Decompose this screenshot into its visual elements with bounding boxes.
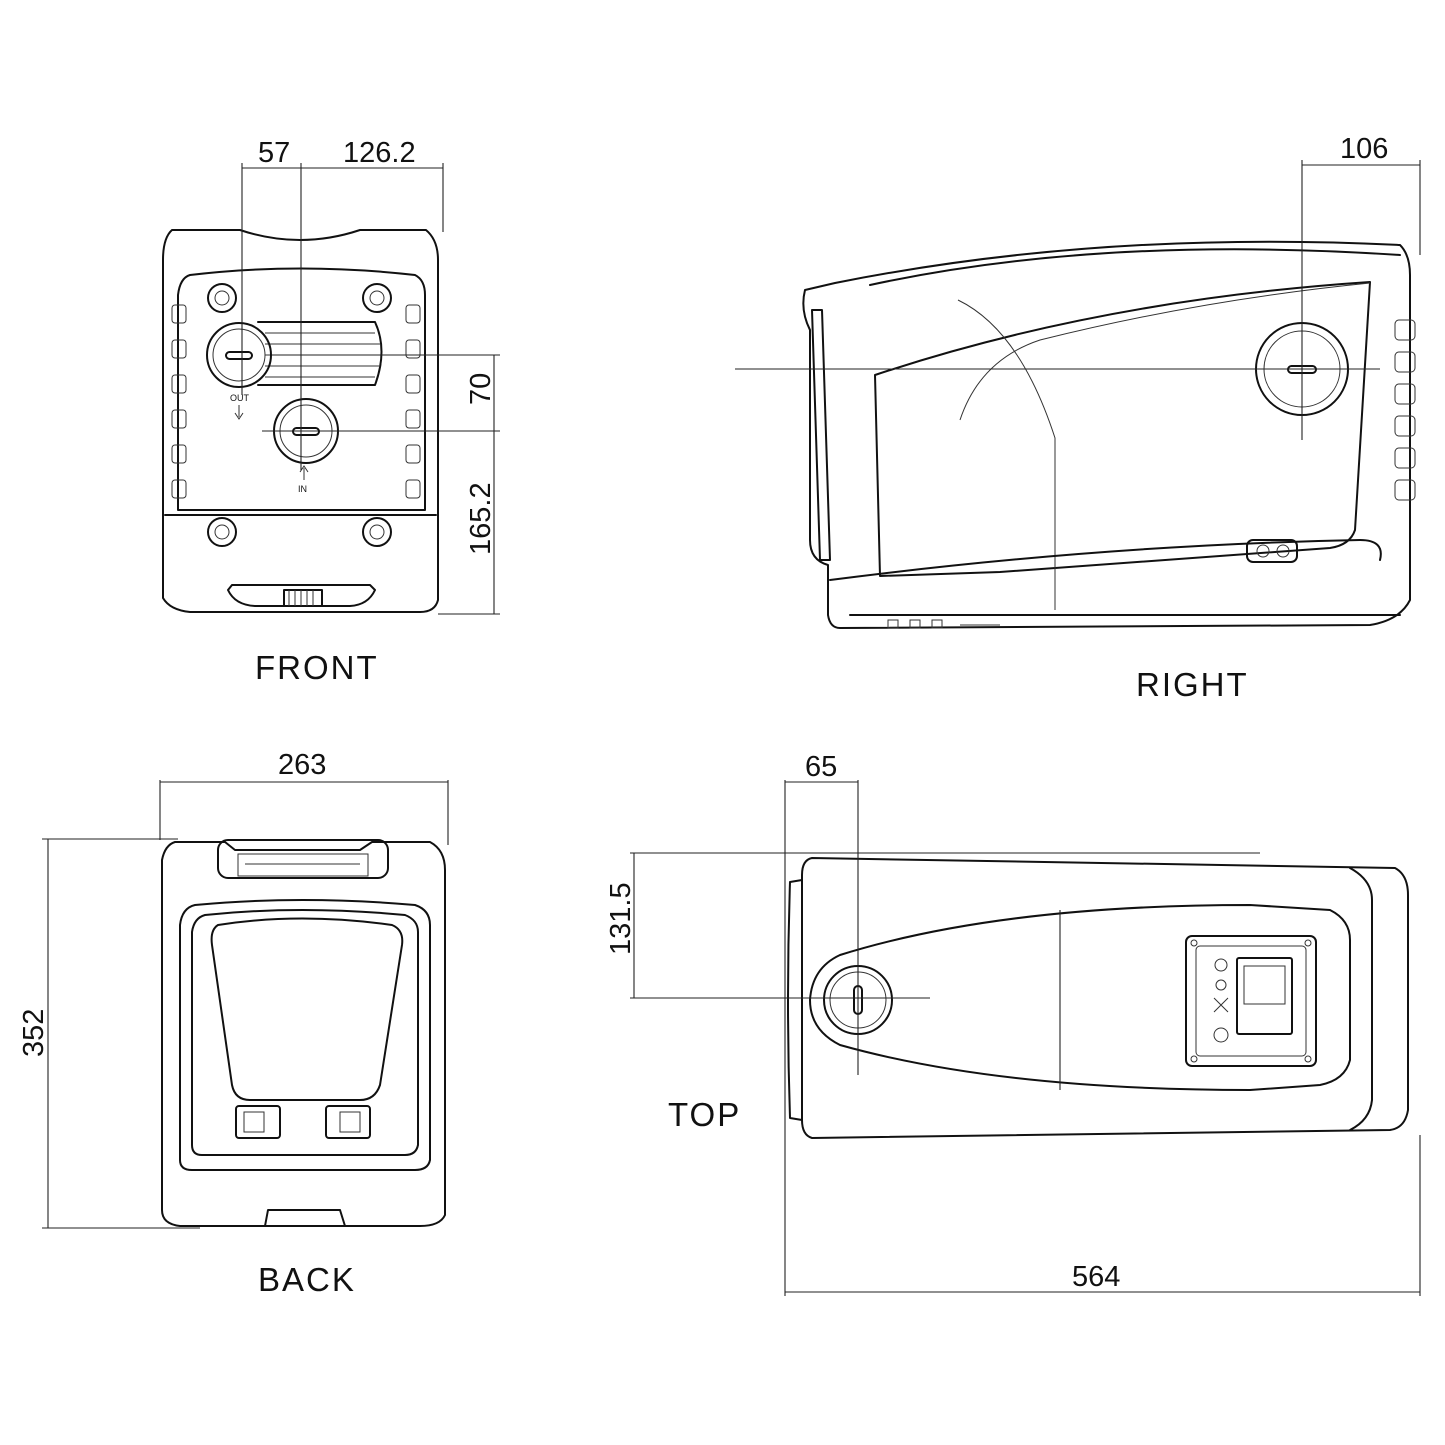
back-handle — [217, 839, 389, 879]
front-screws — [207, 283, 392, 547]
front-right-ribs — [405, 304, 421, 499]
front-inner-panel — [177, 267, 426, 511]
right-rear-ribs — [1394, 319, 1416, 501]
back-display-window — [210, 917, 404, 1101]
dim-106: 106 — [1340, 133, 1388, 165]
dim-165-2: 165.2 — [465, 482, 497, 555]
right-shell-curve — [869, 248, 1401, 286]
top-body-outline — [801, 857, 1409, 1139]
front-out-arrow-icon — [234, 405, 244, 420]
front-foot — [227, 584, 376, 607]
dim-126-2: 126.2 — [343, 137, 416, 169]
front-in-label: IN — [298, 484, 307, 494]
back-body-outline — [161, 841, 446, 1227]
back-view: 263 352 BACK — [18, 749, 449, 1298]
right-panel-curve — [959, 282, 1371, 421]
right-view: 106 RIGHT — [735, 133, 1421, 703]
front-out-label: OUT — [230, 393, 250, 403]
top-control-panel — [1185, 935, 1317, 1067]
dim-65: 65 — [805, 751, 837, 783]
back-view-label: BACK — [258, 1261, 356, 1298]
right-connector — [1246, 539, 1298, 563]
right-panel-edge — [957, 299, 1056, 610]
top-view: 65 131.5 564 TOP — [605, 751, 1421, 1296]
front-outlet-port — [206, 322, 272, 388]
dim-70: 70 — [465, 373, 497, 405]
top-rear-cap — [1349, 867, 1373, 1131]
top-view-label: TOP — [668, 1096, 741, 1133]
back-latches — [235, 1105, 371, 1139]
right-side-panel — [874, 281, 1371, 577]
right-front-face — [811, 309, 831, 561]
right-view-label: RIGHT — [1136, 666, 1249, 703]
right-body-outline — [802, 240, 1411, 629]
front-grille — [257, 321, 383, 386]
front-knob — [283, 589, 323, 607]
top-front-cap — [787, 879, 803, 1121]
back-outer-frame — [179, 899, 431, 1171]
right-lower-line — [829, 539, 1382, 581]
dim-263: 263 — [278, 749, 326, 781]
front-view: OUT IN 57 126.2 70 165.2 — [162, 137, 500, 686]
back-inner-frame — [191, 909, 419, 1156]
dim-57: 57 — [258, 137, 290, 169]
dim-352: 352 — [18, 1009, 50, 1057]
back-foot — [264, 1209, 346, 1227]
dim-564: 564 — [1072, 1261, 1120, 1293]
dim-131-5: 131.5 — [605, 882, 637, 955]
right-feet — [887, 619, 1000, 629]
top-raised-panel — [809, 904, 1351, 1091]
front-view-label: FRONT — [255, 649, 379, 686]
front-body-outline — [162, 229, 439, 613]
front-left-ribs — [171, 304, 187, 499]
